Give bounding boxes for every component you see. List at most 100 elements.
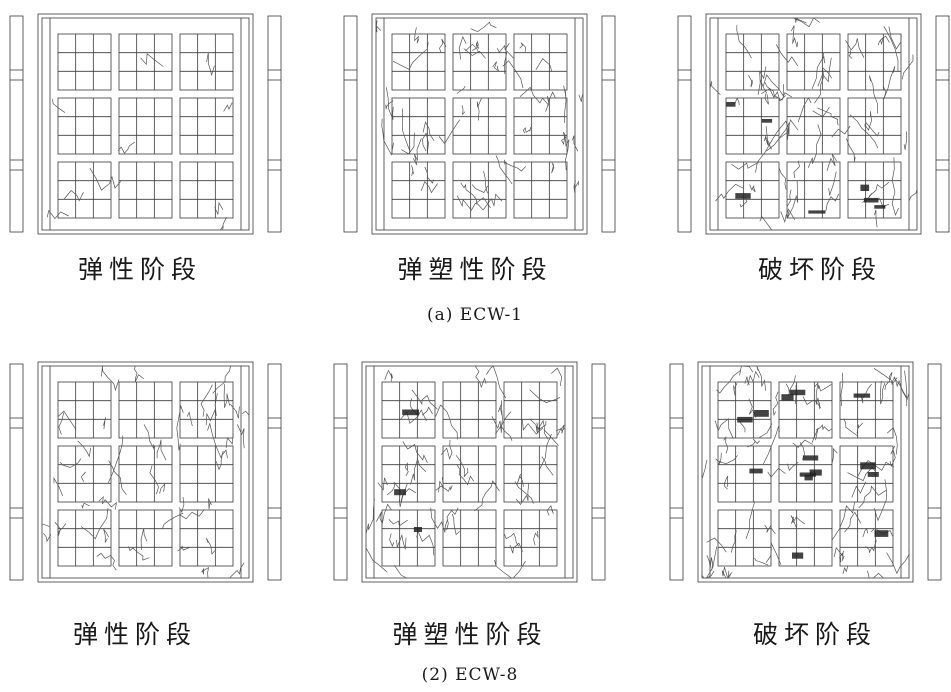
crack	[509, 542, 523, 554]
crack	[179, 509, 205, 520]
crack	[388, 519, 408, 527]
crack	[236, 424, 245, 449]
damage-zone	[735, 193, 751, 199]
left-column	[9, 363, 24, 581]
infill-block	[381, 381, 436, 439]
infill-block	[57, 97, 112, 155]
crack	[538, 420, 547, 430]
crack	[858, 485, 887, 509]
right-column	[927, 363, 942, 581]
crack	[873, 368, 898, 386]
infill-block	[118, 161, 173, 219]
crack	[862, 527, 868, 538]
crack	[815, 424, 833, 432]
crack	[767, 467, 786, 478]
wall-frame	[697, 361, 914, 583]
crack	[464, 43, 479, 53]
crack	[868, 75, 878, 114]
damage-zone	[799, 472, 816, 477]
crack	[439, 38, 447, 53]
infill-block	[725, 33, 780, 91]
infill-block	[786, 97, 841, 155]
infill-block	[839, 445, 894, 503]
crack	[745, 501, 756, 540]
damage-zone	[853, 393, 871, 398]
infill-block	[778, 381, 833, 439]
crack	[706, 546, 718, 579]
crack	[430, 507, 448, 533]
crack	[491, 411, 512, 433]
crack	[455, 455, 469, 478]
crack	[53, 476, 64, 496]
crack	[107, 435, 124, 484]
crack	[375, 20, 382, 33]
crack	[828, 171, 837, 196]
crack	[411, 389, 438, 410]
crack	[460, 182, 478, 205]
crack	[435, 404, 458, 440]
crack	[446, 507, 459, 531]
crack	[200, 384, 213, 417]
crack	[757, 66, 767, 95]
infill-block	[391, 33, 446, 91]
crack	[421, 406, 433, 416]
damage-zone	[867, 472, 879, 477]
crack	[519, 86, 550, 107]
crack	[877, 35, 890, 46]
crack	[402, 441, 428, 464]
crack	[77, 440, 92, 458]
infill-block	[778, 445, 833, 503]
infill-block	[452, 97, 507, 155]
crack	[844, 511, 862, 533]
crack	[545, 97, 550, 112]
infill-block	[452, 161, 507, 219]
damage-zone	[781, 394, 794, 401]
crack	[149, 465, 159, 495]
infill-block	[391, 97, 446, 155]
crack	[811, 52, 826, 90]
infill-block	[179, 381, 234, 439]
crack	[572, 135, 579, 152]
crack	[230, 403, 240, 419]
right-column	[591, 363, 606, 581]
crack	[845, 138, 856, 162]
infill-block	[179, 97, 234, 155]
crack	[98, 495, 117, 510]
crack	[458, 35, 467, 60]
crack	[555, 427, 566, 433]
crack	[411, 165, 415, 176]
crack	[470, 21, 497, 32]
crack	[878, 197, 889, 208]
right-column	[935, 15, 950, 233]
crack	[461, 105, 466, 116]
stage-label-ecw1-failure: 破坏阶段	[757, 255, 882, 284]
infill-block	[778, 509, 833, 567]
infill-block	[786, 161, 841, 219]
crack	[206, 52, 215, 77]
crack	[845, 38, 865, 58]
crack	[456, 464, 475, 486]
left-column	[9, 15, 24, 233]
infill-block	[118, 97, 173, 155]
crack	[867, 570, 884, 579]
crack	[162, 512, 184, 529]
crack	[812, 106, 830, 117]
crack	[205, 393, 218, 426]
crack	[456, 85, 466, 94]
damage-zone	[754, 410, 769, 417]
crack	[438, 477, 444, 493]
infill-block	[179, 509, 234, 567]
left-column	[333, 363, 348, 581]
crack	[873, 479, 887, 522]
infill-block	[786, 33, 841, 91]
crack	[748, 398, 757, 418]
crack	[723, 436, 729, 454]
crack	[883, 26, 899, 72]
crack	[886, 427, 898, 455]
crack	[242, 410, 250, 420]
stage-label-ecw1-elastoplastic: 弹塑性阶段	[397, 255, 553, 284]
infill-block	[57, 445, 112, 503]
crack	[790, 515, 798, 530]
wall-frame	[705, 13, 922, 235]
crack	[739, 196, 747, 208]
